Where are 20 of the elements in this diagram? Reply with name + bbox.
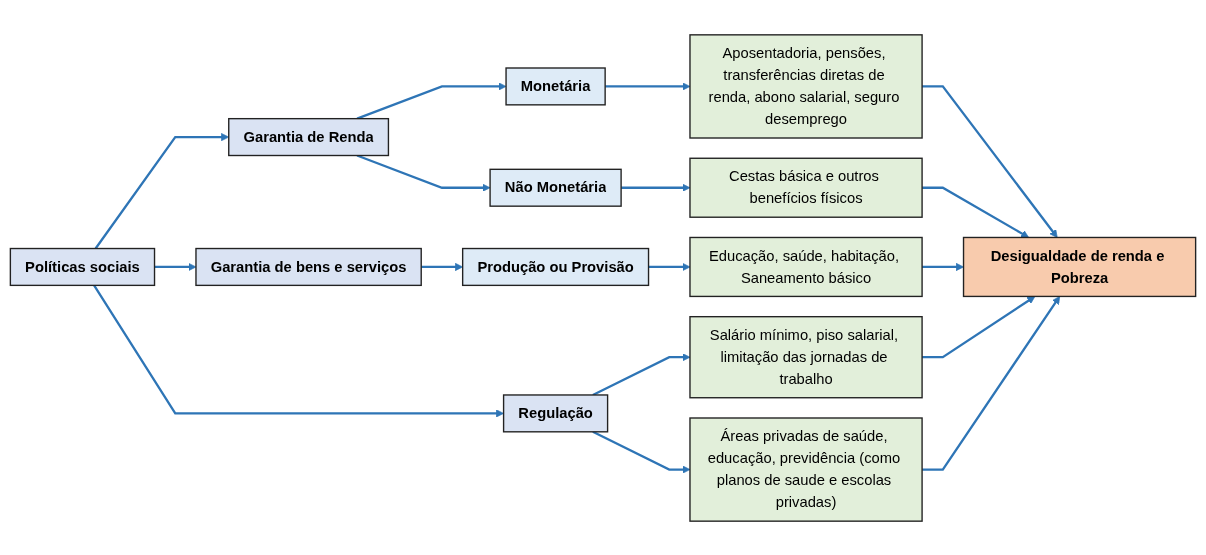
node-box: Políticas sociais (9, 247, 156, 286)
node-box: Cestas básica e outros benefícios físicos (689, 157, 923, 218)
node-box: Não Monetária (489, 168, 622, 207)
arrow (922, 295, 1036, 358)
node-box: Áreas privadas de saúde, educação, previdência (como planos de saude e escolas privadas) (689, 416, 923, 522)
node-box: Educação, saúde, habitação, Saneamento básico (689, 236, 923, 297)
arrow (922, 295, 1061, 471)
node-box: Aposentadoria, pensões, transferências diretas de renda, abono salarial, seguro desemprego (689, 33, 923, 139)
node-box: Regulação (502, 393, 609, 432)
node-box: Garantia de bens e serviços (195, 247, 422, 286)
arrow (922, 84, 1058, 238)
node-box: Produção ou Provisão (461, 247, 650, 286)
arrow (93, 284, 504, 417)
arrow (922, 262, 964, 271)
node-box: Desigualdade de renda e Pobreza (962, 236, 1197, 297)
node-box: Garantia de Renda (228, 117, 390, 156)
arrow (356, 81, 507, 120)
node-box: Monetária (505, 66, 606, 106)
node-box: Salário mínimo, piso salarial, limitação das jornadas de trabalho (689, 315, 923, 398)
arrow (922, 186, 1030, 238)
